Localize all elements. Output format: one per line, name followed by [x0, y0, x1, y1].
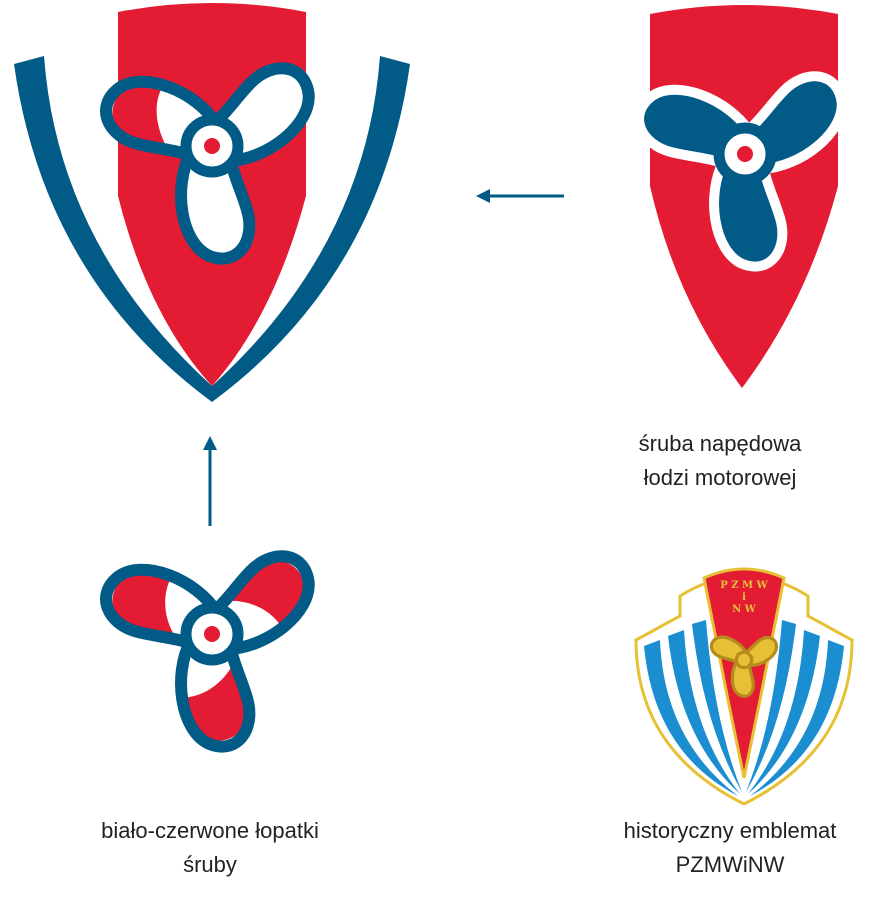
- arrow-boat-to-logo: [476, 189, 564, 203]
- caption-boat-line1: śruba napędowa: [590, 427, 850, 461]
- red-white-blades-propeller: [98, 538, 326, 755]
- boat-propeller-logo: [631, 5, 857, 388]
- caption-emblem-line2: PZMWiNW: [600, 848, 860, 882]
- emblem-text-line3: N W: [732, 604, 757, 615]
- caption-blades-line2: śruby: [60, 848, 360, 882]
- final-logo: [14, 3, 410, 402]
- arrow-blades-to-logo: [203, 436, 217, 526]
- caption-historic-emblem: historyczny emblemat PZMWiNW: [600, 814, 860, 882]
- emblem-text-line1: P Z M W: [720, 580, 768, 591]
- historic-emblem: P Z M W i N W: [636, 569, 852, 804]
- caption-boat-line2: łodzi motorowej: [590, 461, 850, 495]
- caption-emblem-line1: historyczny emblemat: [600, 814, 860, 848]
- caption-red-white-blades: biało-czerwone łopatki śruby: [60, 814, 360, 882]
- emblem-text-line2: i: [742, 592, 746, 603]
- caption-boat-propeller: śruba napędowa łodzi motorowej: [590, 427, 850, 495]
- caption-blades-line1: biało-czerwone łopatki: [60, 814, 360, 848]
